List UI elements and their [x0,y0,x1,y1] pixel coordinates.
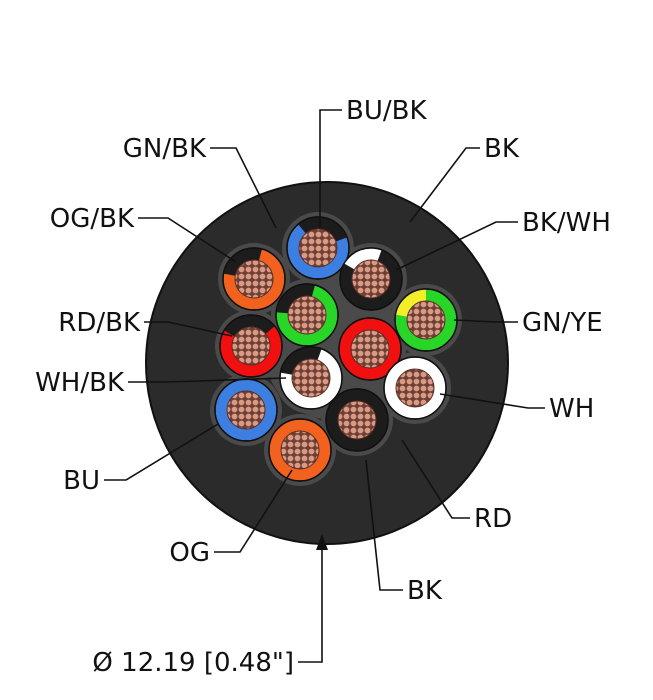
label-og-bk: OG/BK [50,204,135,234]
label-diameter: Ø 12.19 [0.48"] [92,648,294,678]
label-bk-wh: BK/WH [522,208,611,238]
leader-lines [104,109,545,663]
leader-bk-wh [395,221,518,271]
core-bk [325,388,389,452]
diameter-arrow-head [316,534,328,550]
leader-rd-bk [144,321,233,337]
leader-og-bk [138,217,237,263]
core-gn-ye [394,288,458,352]
leader-gn-bk [210,147,277,229]
label-gn-bk: GN/BK [123,134,207,164]
core-og [268,418,332,482]
leader-bu-bk [319,109,342,228]
label-rd-bk: RD/BK [58,308,141,338]
core-bu [214,378,278,442]
core-wh [383,356,447,420]
leader-bu [104,423,219,481]
core-bu-bk [286,216,350,280]
core-rd [338,317,402,381]
label-bu: BU [63,466,100,496]
leader-og [214,469,293,553]
label-bk: BK [407,576,443,606]
leader-bk [365,459,403,591]
core-wh-bk [279,346,343,410]
label-bu-bk: BU/BK [346,96,427,126]
label-gn-ye: GN/YE [522,308,603,338]
leader-rd [401,439,470,519]
core-og-bk [222,247,286,311]
leader-wh-bk [128,377,287,383]
core-bk-wh [339,247,403,311]
core-rd-bk [219,314,283,378]
label-og: OG [169,538,210,568]
label-bk-jacket: BK [484,134,520,164]
label-wh: WH [549,394,594,424]
leader-bk-jacket [409,147,480,223]
leader-wh [439,393,545,409]
leader-diameter [298,550,323,663]
label-wh-bk: WH/BK [35,368,125,398]
core-gn-bk [275,283,339,347]
labels: BU/BK GN/BK BK OG/BK BK/WH RD/BK GN/YE W… [35,96,611,678]
leader-gn-ye [453,319,518,323]
label-rd: RD [474,504,512,534]
conductor-cores [214,216,458,482]
